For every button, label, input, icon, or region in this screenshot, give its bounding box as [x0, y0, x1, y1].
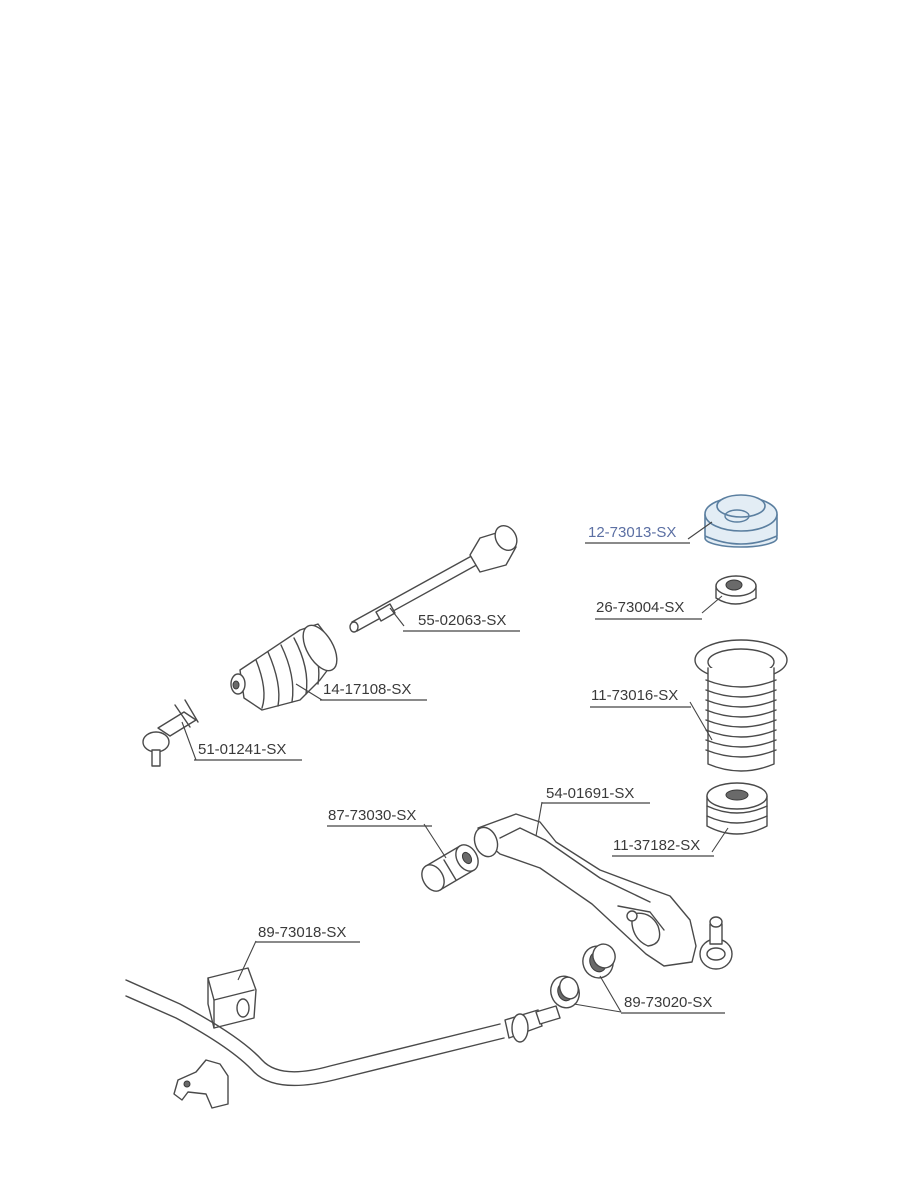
rack-boot-callout: 14-17108-SX [295, 681, 427, 701]
strut-bearing-part [715, 575, 757, 605]
stabilizer-bar [125, 979, 561, 1109]
tie-rod-end-label: 51-01241-SX [198, 741, 286, 758]
strut-bearing-label: 26-73004-SX [596, 599, 684, 616]
link-bushing-callout: 89-73020-SX [573, 975, 725, 1014]
inner-tie-rod-callout: 55-02063-SX [389, 607, 520, 632]
link-bushing-part [550, 943, 616, 1009]
stabilizer-bushing-label: 89-73018-SX [258, 924, 346, 941]
arm-bushing-part [421, 844, 479, 892]
bump-stop-label: 11-37182-SX [613, 837, 700, 854]
tie-rod-end-callout: 51-01241-SX [181, 721, 302, 761]
strut-mount-part [704, 494, 778, 548]
dust-boot-part [694, 639, 788, 772]
strut-mount-callout: 12-73013-SX [585, 521, 713, 544]
control-arm-label: 54-01691-SX [546, 785, 634, 802]
link-bushing-label: 89-73020-SX [624, 994, 712, 1011]
strut-bearing-callout: 26-73004-SX [595, 595, 723, 620]
stabilizer-bushing-part [207, 967, 257, 1029]
arm-bushing-label: 87-73030-SX [328, 807, 416, 824]
rack-boot-label: 14-17108-SX [323, 681, 411, 698]
arm-bushing-callout: 87-73030-SX [327, 807, 447, 859]
bump-stop-part [706, 782, 768, 835]
control-arm-callout: 54-01691-SX [535, 785, 650, 837]
bump-stop-callout: 11-37182-SX [612, 827, 729, 857]
strut-mount-label: 12-73013-SX [588, 524, 676, 541]
dust-boot-callout: 11-73016-SX [590, 687, 713, 741]
stabilizer-bushing-callout: 89-73018-SX [237, 924, 360, 981]
dust-boot-label: 11-73016-SX [591, 687, 678, 704]
inner-tie-rod-label: 55-02063-SX [418, 612, 506, 629]
control-arm-part [473, 813, 733, 970]
rack-boot-part [230, 623, 338, 711]
tie-rod-end-part [142, 699, 199, 767]
